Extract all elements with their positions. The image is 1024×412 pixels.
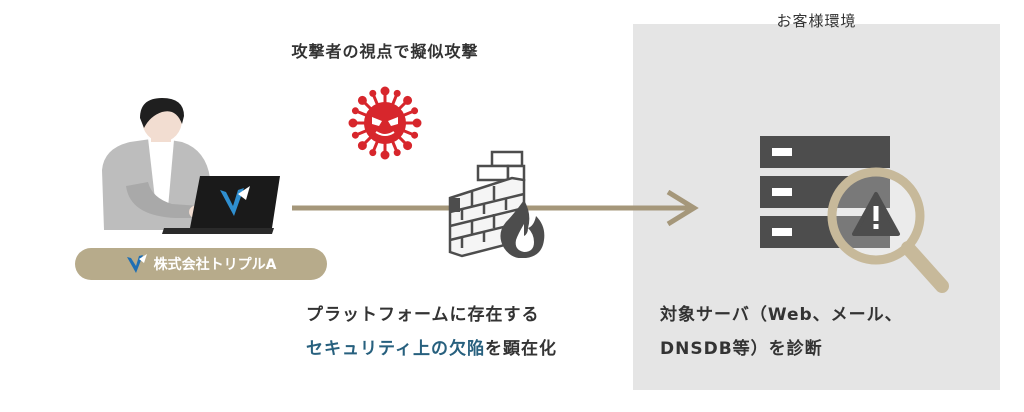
logo-icon bbox=[220, 186, 250, 216]
left-description-line2: セキュリティ上の欠陥を顕在化 bbox=[306, 332, 606, 366]
firewall-icon bbox=[448, 150, 545, 258]
company-name: 株式会社トリプルA bbox=[153, 257, 277, 273]
security-flaw-highlight: セキュリティ上の欠陥 bbox=[306, 339, 485, 359]
logo-icon bbox=[126, 254, 147, 273]
right-description: 対象サーバ（Web、メール、 DNSDB等）を診断 bbox=[660, 298, 980, 366]
right-description-line2: DNSDB等）を診断 bbox=[660, 339, 823, 359]
person-at-laptop-icon bbox=[102, 98, 280, 234]
fire-icon bbox=[500, 200, 545, 258]
left-description: プラットフォームに存在する セキュリティ上の欠陥を顕在化 bbox=[306, 298, 606, 366]
right-description-line1: 対象サーバ（Web、メール、 bbox=[660, 305, 903, 325]
server-icon bbox=[760, 136, 949, 293]
warning-icon bbox=[852, 192, 900, 236]
virus-icon bbox=[348, 86, 422, 160]
left-description-suffix: を顕在化 bbox=[484, 339, 557, 359]
attack-title: 攻撃者の視点で擬似攻撃 bbox=[291, 42, 479, 61]
customer-environment-label: お客様環境 bbox=[776, 12, 857, 30]
company-badge: 株式会社トリプルA bbox=[75, 248, 327, 280]
left-description-line1: プラットフォームに存在する bbox=[306, 305, 540, 325]
